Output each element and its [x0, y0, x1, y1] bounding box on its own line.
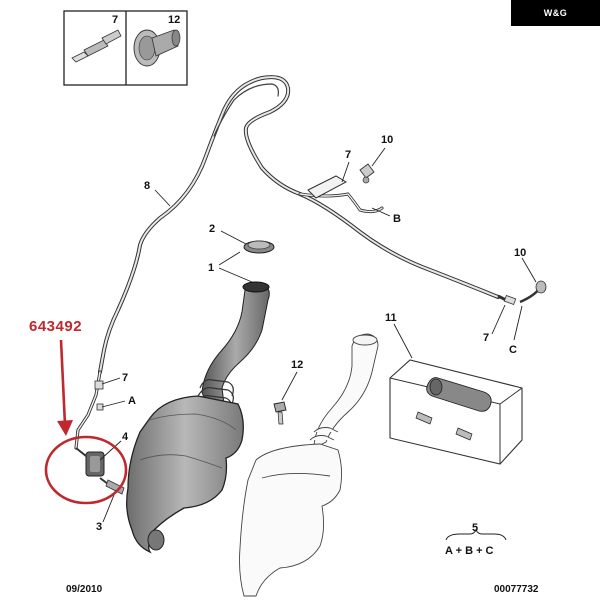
brand-logo: W&G	[511, 0, 600, 26]
footer-code: 00077732	[494, 584, 539, 595]
callout-a: A	[128, 395, 136, 407]
washer-reservoir-dark	[126, 281, 270, 554]
callout-10-right: 10	[514, 247, 526, 259]
callout-b: B	[393, 213, 401, 225]
footer-date: 09/2010	[66, 584, 103, 595]
part-number-label: 643492	[29, 318, 83, 335]
jet-nozzle-right	[497, 280, 547, 306]
callout-2: 2	[209, 223, 215, 235]
fixing-bolt	[273, 401, 287, 425]
repair-kit-box	[389, 359, 523, 465]
filler-cap-seal	[243, 240, 275, 254]
callout-12: 12	[291, 359, 303, 371]
callout-10-top: 10	[381, 134, 393, 146]
callout-inset-12: 12	[168, 14, 180, 26]
callout-4: 4	[122, 431, 129, 443]
callout-inset-7: 7	[112, 14, 118, 26]
callout-5: 5	[472, 522, 478, 534]
callout-1: 1	[208, 262, 214, 274]
highlight-annotation	[44, 339, 128, 505]
washer-pump	[75, 447, 125, 495]
kit-brace	[445, 528, 507, 541]
hose-connector-part	[71, 29, 122, 63]
callout-formula: A + B + C	[445, 545, 494, 557]
callout-7-upper: 7	[345, 149, 351, 161]
callout-7-left: 7	[122, 372, 128, 384]
grommet-part	[133, 29, 181, 67]
callout-11: 11	[385, 312, 397, 324]
hose-bracket	[307, 175, 348, 199]
jet-nozzle-top	[359, 163, 375, 184]
inset-box	[63, 10, 188, 86]
callout-3: 3	[96, 521, 102, 533]
callout-7-right: 7	[483, 332, 489, 344]
washer-reservoir-outline	[239, 333, 379, 597]
leader-lines	[99, 147, 537, 523]
callout-c: C	[509, 344, 517, 356]
callout-8: 8	[144, 180, 150, 192]
logo-text: W&G	[543, 8, 568, 18]
